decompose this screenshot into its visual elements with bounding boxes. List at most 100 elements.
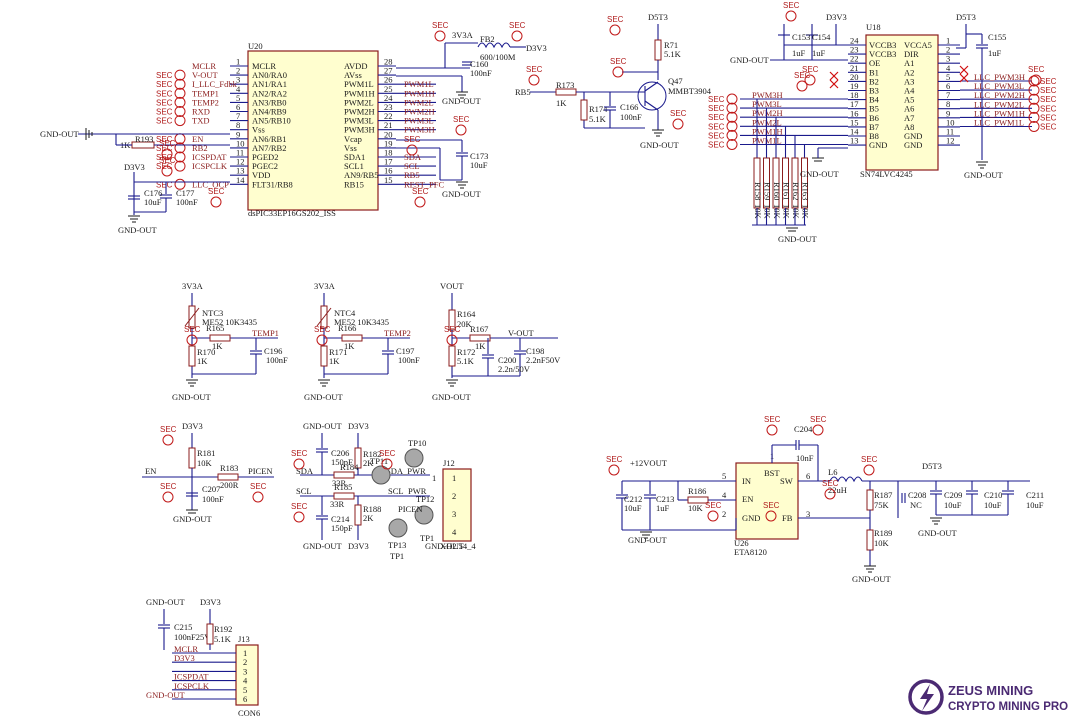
c214-ref: C214 [331,514,350,524]
sec-marker: SEC [156,151,186,163]
sec-label: SEC [314,325,331,334]
ntc-cap-value: 100nF [266,355,288,365]
j12-ref: J12 [443,458,455,468]
gnd-out-label: GND-OUT [442,96,482,106]
sec-label: SEC [764,415,781,424]
logo-line1: ZEUS MINING [948,683,1033,698]
u20-pin-name: Vcap [344,134,362,144]
u20-net-label: PWM2H [404,107,435,117]
u18-pin-name: B3 [869,86,879,96]
j13-net-label: ICSPDAT [174,672,209,682]
u20-pin-name: Vss [252,125,265,135]
r71-ref: R71 [664,40,678,50]
j12-pin3: 3 [452,509,456,519]
u26-pin2: 2 [722,509,726,519]
sec-marker: SEC [708,111,738,123]
gnd-out-label: GND-OUT [303,421,343,431]
tp13-ref: TP13 [388,540,406,550]
pulldown-ref: R161 [782,182,792,200]
vout-divider-block: VOUT R164 20K R167 1K V-OUT R172 5.1K C2… [432,281,561,402]
sec-marker: SEC [610,57,627,78]
ground-symbol [85,128,93,140]
sec-label: SEC [156,98,173,107]
sec-label: SEC [160,425,177,434]
c210-value: 10uF [984,500,1002,510]
gnd-out-label: GND-OUT [852,574,892,584]
sec-label: SEC [160,482,177,491]
u18-pin-name: B5 [869,104,879,114]
u20-pin-name: SDA1 [344,152,365,162]
u20-pin-number: 23 [384,102,393,112]
vout-label: VOUT [440,281,464,291]
u20-pin-name: MCLR [252,61,276,71]
gnd-out-label: GND-OUT [146,597,186,607]
r189-ref: R189 [874,528,892,538]
sec-label: SEC [1040,123,1057,132]
u20-net-label: MCLR [192,61,216,71]
sec-marker: SEC [606,455,623,476]
u20-pin-number: 1 [236,57,240,67]
sec-marker: SEC [1028,75,1057,87]
gnd-out-label: GND-OUT [432,392,472,402]
tp1-ref: TP1 [390,551,404,561]
u18-pin-number: 11 [946,127,954,137]
u20-pin-name: AN9/RB5 [344,170,378,180]
u20-pin-name: AVDD [344,61,367,71]
u20-net-label: ICSPDAT [192,152,227,162]
c215-value: 100nF25V [174,632,211,642]
c160-ref: C160 [470,59,488,69]
sec-label: SEC [509,21,526,30]
sda-pwr-net: SDA_PWR [386,466,426,476]
u18-b-net-label: PWM3H [752,90,783,100]
sec-marker: SEC [705,501,722,522]
u20-pin-number: 11 [236,148,244,158]
sec-label: SEC [412,187,429,196]
sec-label: SEC [159,156,176,165]
r186-value: 10K [688,503,704,513]
3v3a-label: 3V3A [314,281,336,291]
u26-pin-bst: BST [764,468,780,478]
sec-label: SEC [607,15,624,24]
r181-value: 10K [197,458,213,468]
c204-value: 10nF [796,453,814,463]
sec-marker: SEC [159,139,176,160]
j13-pin-number: 5 [243,685,247,695]
u20-pin-number: 4 [236,84,241,94]
sec-label: SEC [156,89,173,98]
sec-marker: SEC [156,78,186,90]
buck-block: U26 ETA8120 IN EN GND FB SW BST 5 4 2 3 … [616,424,1044,584]
gnd-out-label: GND-OUT [640,140,680,150]
u18-part: SN74LVC4245 [860,169,913,179]
tp12-ref: TP12 [416,494,434,504]
c212-ref: C212 [624,494,642,504]
r71-value: 5.1K [664,49,682,59]
sec-marker: SEC [250,482,267,503]
u20-net-label: TXD [192,116,209,126]
u18-pin-name: A5 [904,95,914,105]
u20-pin-name: RB15 [344,179,364,189]
u20-pin-number: 5 [236,93,240,103]
sec-marker: SEC [822,479,839,500]
sec-marker: SEC [783,1,800,22]
c207-value: 100nF [202,494,224,504]
u20-pin-number: 19 [384,138,393,148]
ntc-r1-ref: R165 [206,323,224,333]
gnd-out-label: GND-OUT [800,169,840,179]
u20-pin-number: 21 [384,120,393,130]
c211-value: 10uF [1026,500,1044,510]
c177-ref: C177 [176,188,194,198]
c208-ref: C208 [908,490,926,500]
i2c-block: GND-OUT D3V3 C206 150pF R182 2K SDA 33R … [296,421,476,561]
c200-value: 2.2n/50V [498,364,531,374]
sec-label: SEC [1040,113,1057,122]
scl-label: SCL [388,486,404,496]
3v3a-label: 3V3A [182,281,204,291]
sec-label: SEC [156,80,173,89]
c198-ref: C198 [526,346,544,356]
sec-marker: SEC [1028,65,1045,86]
sec-marker: SEC [526,65,543,86]
sec-label: SEC [444,325,461,334]
gnd-out-label: GND-OUT [118,225,158,235]
